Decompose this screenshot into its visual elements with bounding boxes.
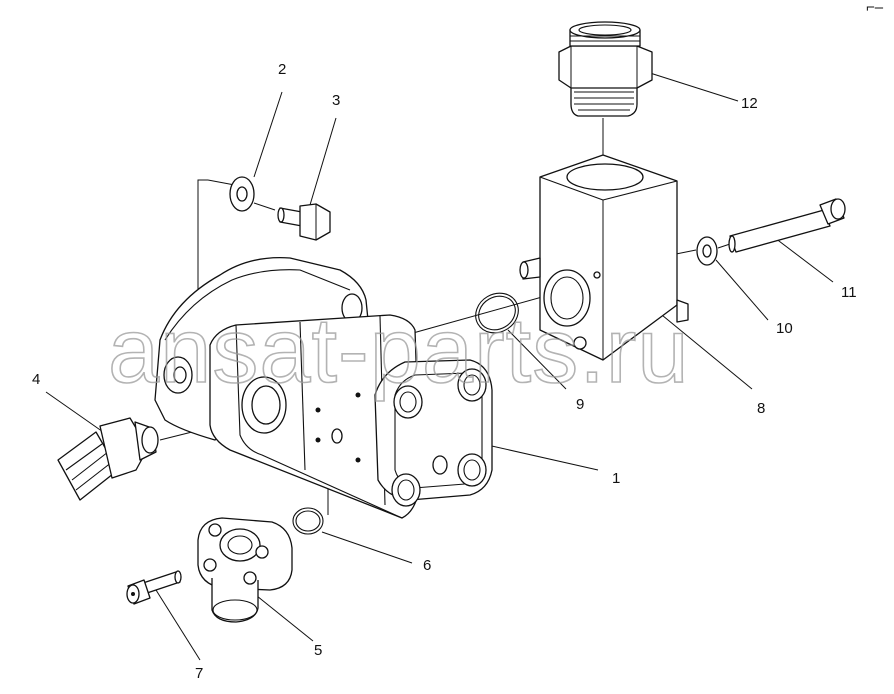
callout-7: 7	[195, 665, 203, 682]
callout-labels: 1 2 3 4 5 6 7 8 9 10 11 12	[32, 61, 857, 682]
part-8-valve-block	[519, 154, 689, 361]
part-9-o-ring	[475, 292, 519, 334]
part-1-gear-pump	[154, 256, 493, 519]
callout-8: 8	[757, 400, 765, 417]
part-3-bolt	[277, 203, 331, 241]
callout-6: 6	[423, 557, 431, 574]
callout-2: 2	[278, 61, 286, 78]
callout-9: 9	[576, 396, 584, 413]
part-7-screw	[126, 570, 182, 605]
part-11-bolt	[728, 198, 846, 253]
corner-mark: ⌐–	[866, 0, 884, 16]
part-2-washer	[229, 176, 255, 212]
part-10-washer	[696, 236, 718, 266]
callout-11: 11	[841, 284, 857, 301]
part-4-angle-fitting	[57, 417, 159, 501]
part-6-o-ring	[292, 507, 324, 535]
callout-4: 4	[32, 371, 40, 388]
callout-10: 10	[776, 320, 793, 337]
callout-3: 3	[332, 92, 340, 109]
cover-bolt-heads	[391, 368, 487, 507]
callout-12: 12	[741, 95, 758, 112]
part-5-flange-elbow	[197, 517, 293, 623]
watermark: ansat-parts.ru	[108, 300, 690, 402]
callout-5: 5	[314, 642, 322, 659]
part-12-fitting	[558, 21, 653, 117]
callout-1: 1	[612, 470, 620, 487]
